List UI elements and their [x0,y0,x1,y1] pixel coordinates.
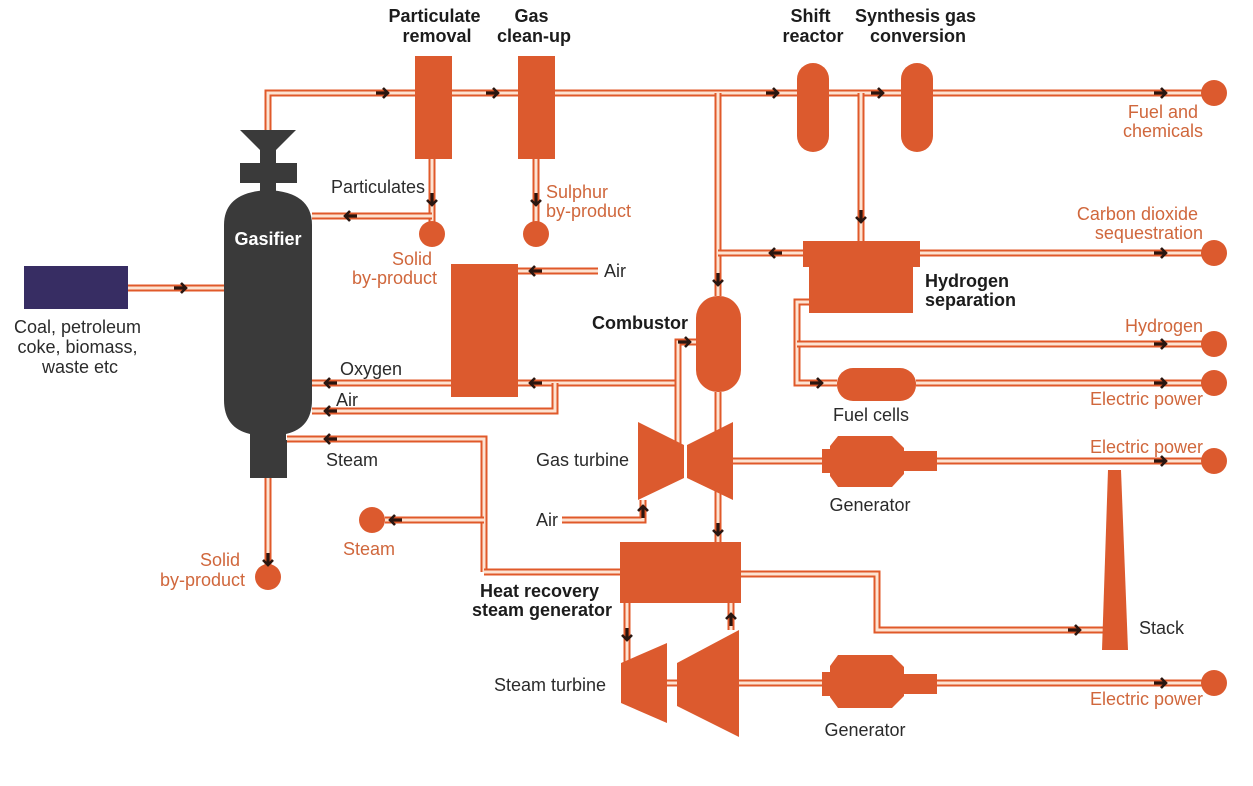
hydrogen-separation-label: Hydrogen separation [925,271,1016,310]
pipe-syngas-main [264,89,797,130]
fuel-chemicals-terminal [1201,80,1227,106]
flow-arrow [486,87,500,99]
flow-arrow [262,553,274,567]
steam-output-label: Steam [343,539,395,559]
steam-gasifier-label: Steam [326,450,378,470]
solid-byproduct-bottom-terminal [255,564,281,590]
flow-arrow [528,265,542,277]
steam-terminal [359,507,385,533]
electric-power-2-terminal [1201,448,1227,474]
hrsg-unit [620,542,741,603]
solid-byproduct-bottom-label: Solid by-product [160,550,245,590]
combustor-label: Combustor [592,313,688,333]
steam-turbine-unit [621,630,739,737]
flow-arrow [766,87,780,99]
flow-arrow [323,405,337,417]
flow-arrow [376,87,390,99]
gas-cleanup-unit [518,56,555,159]
electric-power-1-label: Electric power [1090,389,1203,409]
hydrogen-output-label: Hydrogen [1125,316,1203,336]
flow-arrow [1154,247,1168,259]
pipe-compressor-to-combustor [674,338,696,445]
electric-power-1-terminal [1201,370,1227,396]
solid-byproduct-terminal [419,221,445,247]
flow-arrows [174,87,1168,689]
air-separation-unit [451,264,518,397]
flow-arrow [871,87,885,99]
header-synthesis-gas: Synthesis gas conversion [855,6,981,46]
flow-arrow [323,433,337,445]
flow-arrow [621,628,633,642]
synthesis-gas-vessel [901,63,933,152]
gas-turbine-unit [638,422,733,500]
sulphur-terminal [523,221,549,247]
flow-arrow [323,377,337,389]
generator-1-unit [822,436,937,487]
electric-power-3-terminal [1201,670,1227,696]
fuel-chemicals-label: Fuel and chemicals [1123,102,1203,141]
gasifier-label: Gasifier [234,229,301,249]
stack-chimney [1102,470,1128,650]
flow-arrow [678,336,692,348]
header-shift-reactor: Shift reactor [782,6,843,46]
flow-arrow [1154,377,1168,389]
pipe-hrsg-to-stack [741,570,1104,634]
flow-arrow [810,377,824,389]
oxygen-label: Oxygen [340,359,402,379]
electric-power-2-label: Electric power [1090,437,1203,457]
air-gasifier-label: Air [336,390,358,410]
flow-arrow [855,210,867,224]
flow-arrow [1154,338,1168,350]
electric-power-3-label: Electric power [1090,689,1203,709]
co2-label: Carbon dioxide sequestration [1077,204,1203,243]
flow-arrow [712,273,724,287]
flow-arrow [1154,87,1168,99]
flow-arrow [768,247,782,259]
header-particulate-removal: Particulate removal [388,6,485,46]
flow-arrow [712,523,724,537]
particulate-removal-unit [415,56,452,159]
feedstock-hopper [24,266,128,309]
hydrogen-separation-unit [803,241,920,313]
flow-arrow [1154,677,1168,689]
pipe-combustor-air-feed [518,342,682,387]
header-gas-cleanup: Gas clean-up [497,6,571,46]
flow-arrow [1154,455,1168,467]
pipe-air-loop [312,383,559,415]
generator-1-label: Generator [829,495,910,515]
pipe-air-to-compressor [562,500,647,524]
co2-terminal [1201,240,1227,266]
fuel-cells-label: Fuel cells [833,405,909,425]
shift-reactor-vessel [797,63,829,152]
flow-arrow [1068,624,1082,636]
flow-arrow [637,504,649,518]
gasifier-vessel [224,130,312,478]
air-asu-label: Air [604,261,626,281]
hrsg-label: Heat recovery steam generator [472,581,612,620]
flow-arrow [530,193,542,207]
flow-arrow [343,210,357,222]
gas-turbine-label: Gas turbine [536,450,629,470]
flow-arrow [528,377,542,389]
fuel-cells-unit [837,368,916,401]
steam-turbine-label: Steam turbine [494,675,606,695]
particulates-label: Particulates [331,177,425,197]
generator-2-label: Generator [824,720,905,740]
combustor-vessel [696,296,741,392]
pipe-steam-to-gasifier [287,435,488,572]
generator-2-unit [822,655,937,708]
feedstock-label: Coal, petroleum coke, biomass, waste etc [14,317,146,377]
solid-byproduct-label: Solid by-product [352,249,437,288]
sulphur-byproduct-label: Sulphur by-product [546,182,631,221]
air-turbine-label: Air [536,510,558,530]
flow-arrow [174,282,188,294]
stack-label: Stack [1139,618,1185,638]
flow-arrow [725,612,737,626]
flow-arrow [426,193,438,207]
hydrogen-terminal [1201,331,1227,357]
flow-arrow [388,514,402,526]
